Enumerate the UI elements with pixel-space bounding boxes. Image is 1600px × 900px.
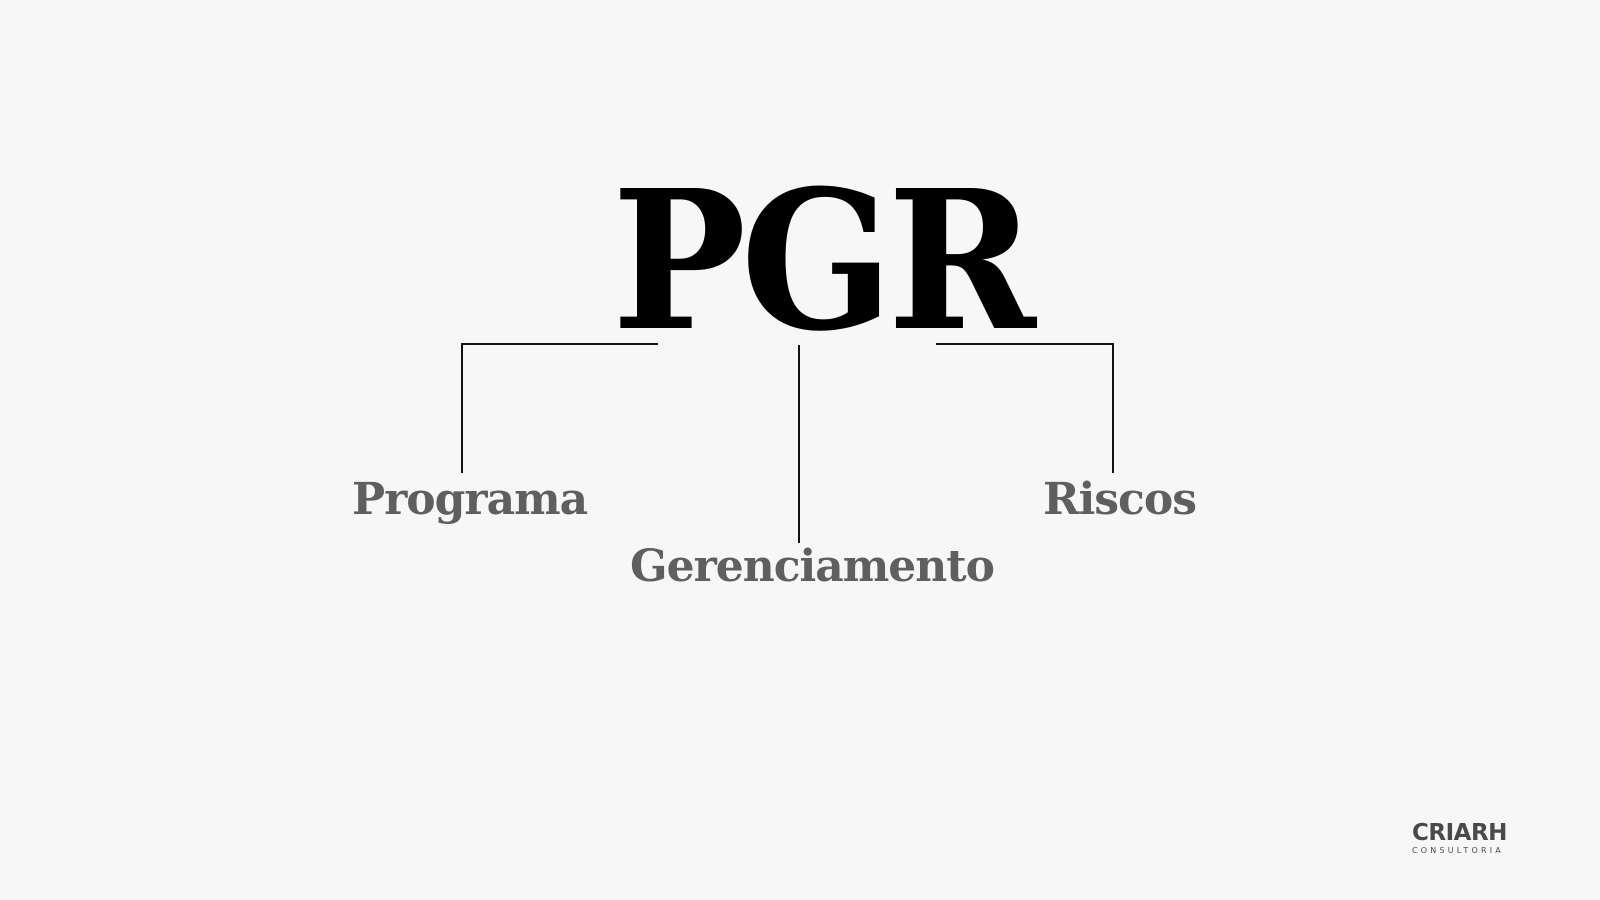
connector-right-horizontal [936,343,1114,345]
diagram-title: PGR [612,149,1036,374]
company-logo: CRIARH CONSULTORIA [1412,822,1518,855]
branch-label-gerenciamento: Gerenciamento [630,541,995,592]
connector-center-vertical [798,345,800,543]
branch-label-programa: Programa [352,474,588,525]
connector-right-vertical [1112,343,1114,473]
logo-name: CRIARH [1412,820,1507,846]
connector-left-horizontal [462,343,658,345]
branch-label-riscos: Riscos [1043,474,1197,525]
connector-left-vertical [461,343,463,473]
logo-subtitle: CONSULTORIA [1412,846,1504,855]
